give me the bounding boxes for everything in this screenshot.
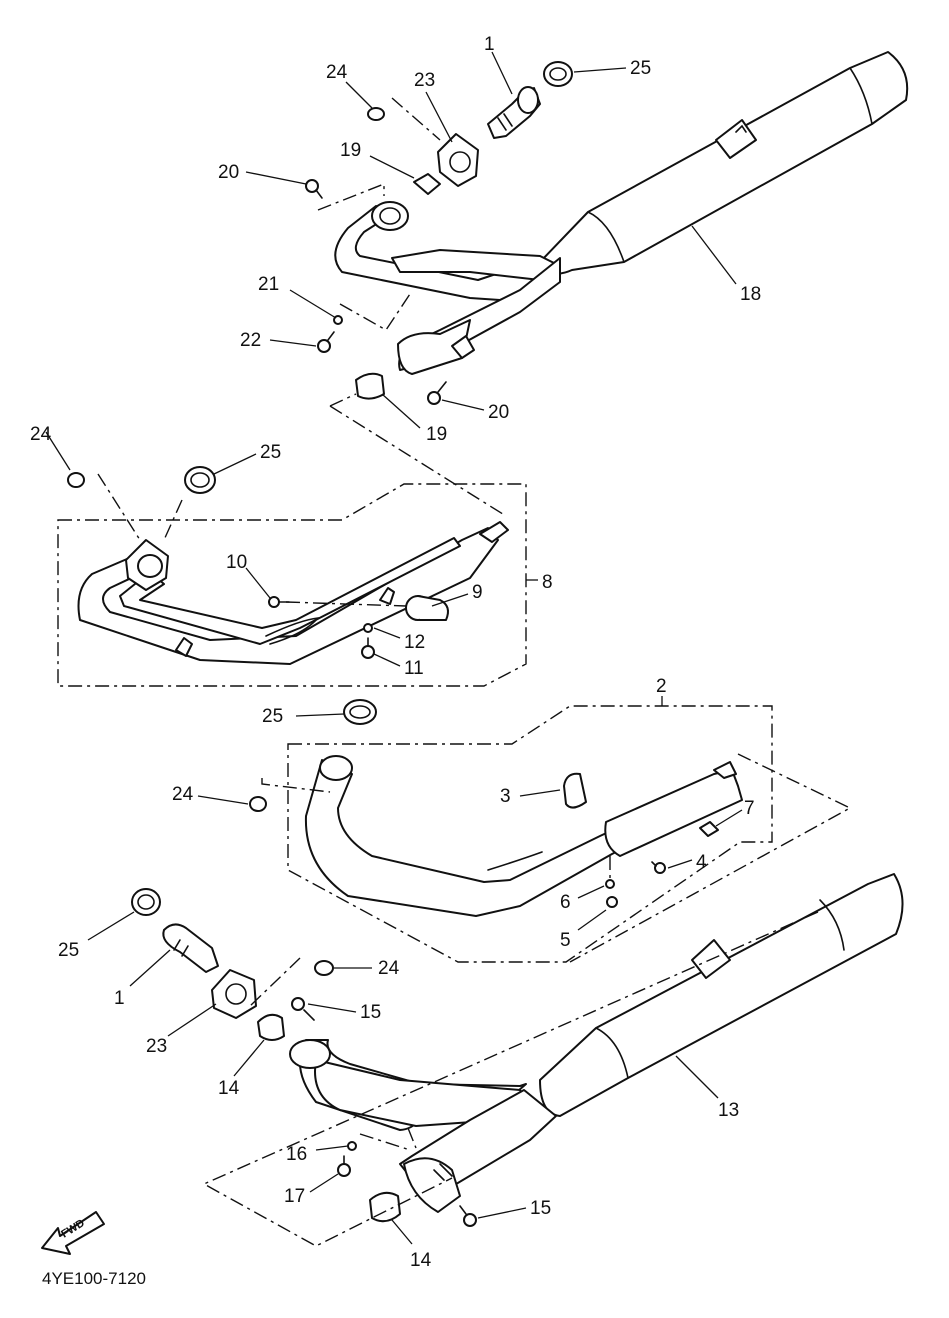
joint-1-upper [487,86,541,139]
washer-6 [605,879,615,889]
guide-line-upper-4 [329,393,507,517]
joint-1-lower [162,923,219,973]
leader-lines [45,51,743,1245]
callout-3: 3 [500,786,511,807]
header-pipe-lower [289,1039,557,1213]
guide-line-upper-3 [339,293,411,331]
callout-10: 10 [226,552,247,573]
washer-12 [363,623,373,633]
callout-23-upper: 23 [414,70,435,91]
gasket-25-upper [543,61,573,87]
gasket-25-upper-inner [549,67,567,81]
gasket-14-upper [257,1013,285,1041]
callout-14-upper: 14 [218,1078,240,1099]
fwd-arrow-icon: FWD [41,1211,105,1255]
gasket-25-bottom [131,888,161,916]
gasket-19-upper [413,173,441,195]
callout-11: 11 [404,658,424,679]
gasket-25-mid-inner [190,472,210,488]
assembly-8-box [57,483,527,687]
callout-19-mid: 19 [426,424,447,445]
bolt-15-lower [459,1205,477,1227]
flange-8 [125,539,169,591]
bolt-4 [651,861,666,874]
callout-25-lower: 25 [262,706,283,727]
gasket-19-mid [355,372,385,400]
callout-25-mid: 25 [260,442,281,463]
callout-20-mid: 20 [488,402,509,423]
muffler-18 [539,51,909,275]
callout-2: 2 [656,676,667,697]
assembly-2-box [287,705,773,963]
callout-24-upper: 24 [326,62,348,83]
callout-22: 22 [240,330,261,351]
callout-labels: 1 25 24 23 19 20 18 21 22 20 19 24 25 10… [30,34,761,1271]
callout-24-bottom: 24 [378,958,400,979]
nut-24-bottom [314,960,334,976]
clamp-3 [563,772,587,809]
guide-line-lower-2 [569,753,852,963]
guide-line-mid-2 [285,601,407,607]
nut-24-upper [367,107,385,121]
bolt-11 [361,637,375,659]
bolt-20-mid [427,381,447,405]
callout-21: 21 [258,274,279,295]
bolt-5 [606,896,618,908]
gasket-25-lower-inner [349,705,371,719]
guide-line-upper-2 [317,182,385,211]
callout-24-lower: 24 [172,784,194,805]
gasket-25-lower [343,699,377,725]
bolt-15-upper [291,997,315,1021]
callout-19-upper: 19 [340,140,361,161]
callout-7: 7 [744,798,755,819]
callout-17: 17 [284,1186,305,1207]
callout-4: 4 [696,852,707,873]
header-pipe-upper [334,201,561,375]
guide-line-lower-1 [261,778,331,793]
nut-24-lower [249,796,267,812]
gasket-14-lower [369,1191,401,1223]
callout-12: 12 [404,632,425,653]
header-pipe-2 [304,755,743,917]
callout-15-lower: 15 [530,1198,551,1219]
bolt-17 [337,1155,351,1177]
nut-7 [699,821,719,837]
bolt-22 [317,331,335,353]
callout-16: 16 [286,1144,307,1165]
callout-15-upper: 15 [360,1002,381,1023]
callout-1-lower: 1 [114,988,125,1009]
flange-23-lower [211,969,257,1019]
callout-8: 8 [542,572,553,593]
muffler-13 [539,873,904,1117]
flange-23-upper [437,133,479,187]
washer-16 [347,1141,357,1151]
bolt-20-upper [305,179,323,199]
clamp-9 [405,595,449,621]
guide-line-bottom-2 [202,911,819,1247]
gasket-25-mid [184,466,216,494]
callout-13: 13 [718,1100,739,1121]
nut-24-mid [67,472,85,488]
callout-14-lower: 14 [410,1250,432,1271]
callout-5: 5 [560,930,571,951]
callout-9: 9 [472,582,483,603]
callout-24-mid: 24 [30,424,52,445]
guide-line-upper-1 [391,97,441,141]
gasket-25-bottom-inner [137,894,155,910]
guide-line-bottom-1 [249,957,301,1007]
guide-line-bottom-3 [359,1127,417,1151]
diagram-code: 4YE100-7120 [42,1269,146,1288]
guide-line-mid-1 [97,473,183,541]
callout-20-upper: 20 [218,162,239,183]
callout-18: 18 [740,284,761,305]
callout-1-upper: 1 [484,34,495,55]
callout-23-lower: 23 [146,1036,167,1057]
callout-6: 6 [560,892,571,913]
callout-25-bottom: 25 [58,940,79,961]
callout-25-upper: 25 [630,58,651,79]
